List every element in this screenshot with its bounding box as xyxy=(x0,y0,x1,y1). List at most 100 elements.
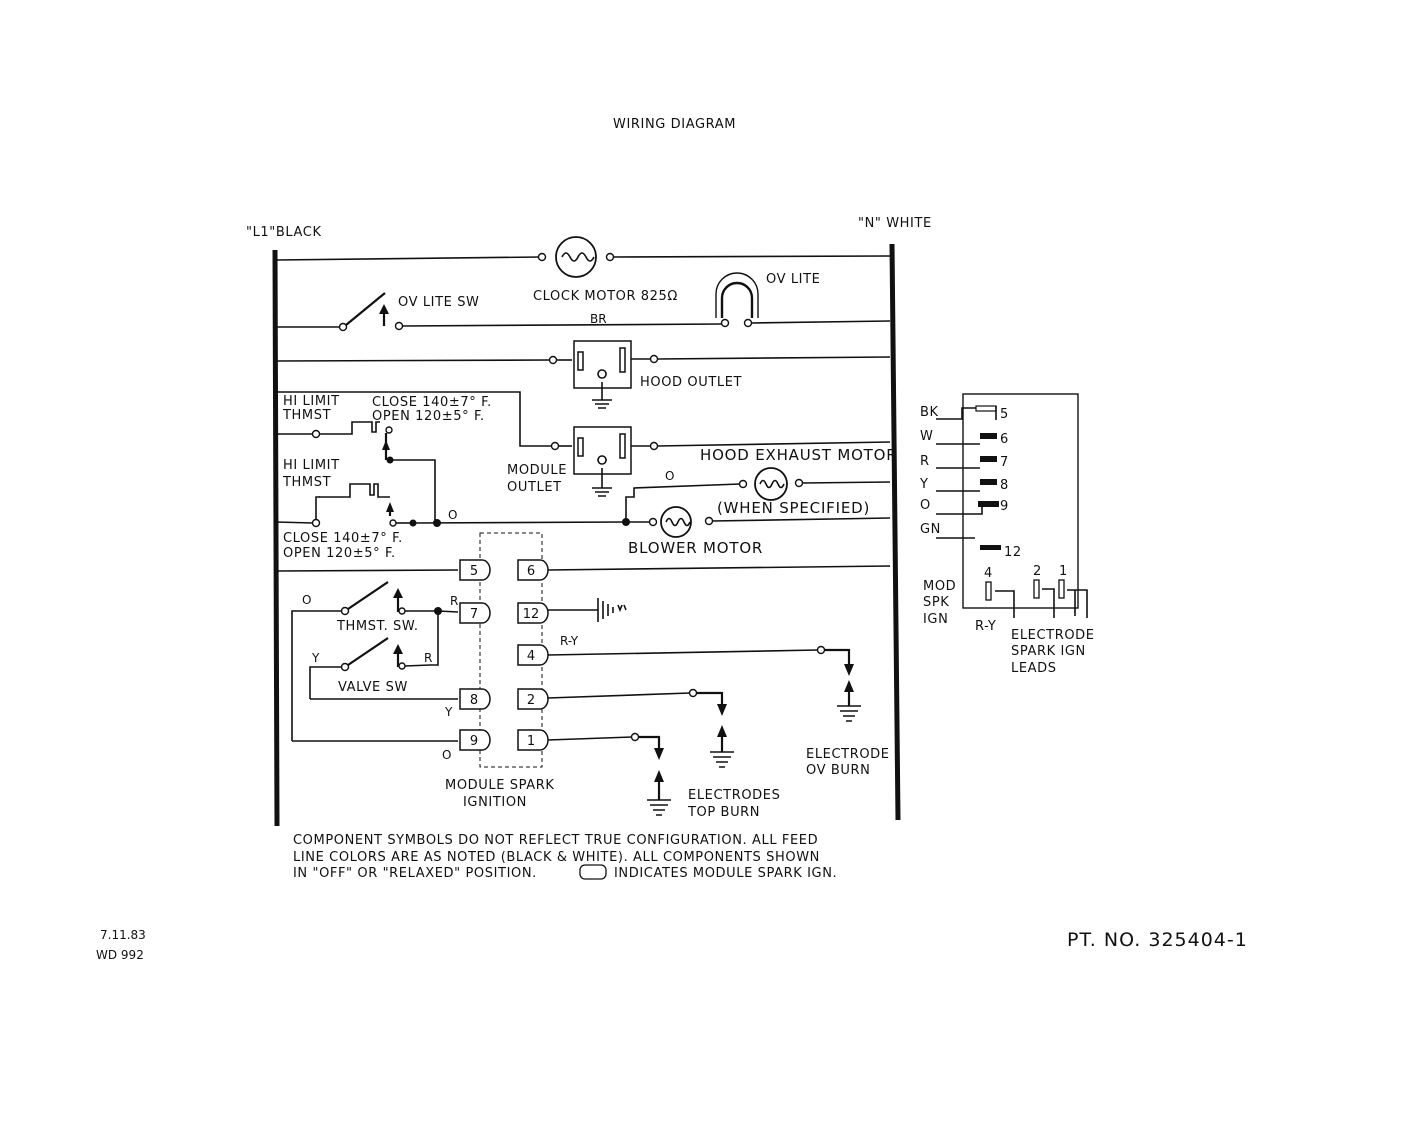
module-pin-7 xyxy=(459,602,491,624)
blower-motor-label: BLOWER MOTOR xyxy=(628,539,763,557)
note-line-3: IN "OFF" OR "RELAXED" POSITION. xyxy=(293,866,537,881)
notes: COMPONENT SYMBOLS DO NOT REFLECT TRUE CO… xyxy=(293,833,837,881)
conn-pin-9: 9 xyxy=(1000,499,1009,514)
valve-sw-label: VALVE SW xyxy=(338,680,408,695)
ov-lite-label: OV LITE xyxy=(766,272,820,287)
electrode-ov-label-1: ELECTRODE xyxy=(806,747,890,762)
ov-lite-switch-icon xyxy=(345,292,386,326)
br-label: BR xyxy=(590,312,607,326)
module-pin-4 xyxy=(517,644,549,666)
module-outlet-label-2: OUTLET xyxy=(507,480,562,495)
hood-outlet-circuit: HOOD OUTLET xyxy=(275,340,891,409)
top-burn-electrode-icon xyxy=(654,770,664,782)
clock-motor-label: CLOCK MOTOR 825Ω xyxy=(533,289,678,304)
ov-lite-bulb-icon xyxy=(720,281,754,318)
thermostat-valve-switches: O R THMST. SW. Y R VALVE SW Y O xyxy=(291,581,458,762)
module-spark-ignition: 5 7 8 9 6 12 4 2 1 R-Y ELECTRODE OV BURN xyxy=(275,532,891,820)
n-bus xyxy=(889,243,901,821)
module-pin-8 xyxy=(459,688,491,710)
electrode-ov-label-2: OV BURN xyxy=(806,763,870,778)
hi-limit-label-1: HI LIMIT xyxy=(283,394,340,409)
module-pin-label-12: 12 xyxy=(523,607,540,622)
thmst-label-2: THMST xyxy=(282,475,331,490)
wire-gn-label: GN xyxy=(920,522,941,537)
wire-r-label-2: R xyxy=(424,651,432,665)
hood-outlet-label: HOOD OUTLET xyxy=(640,375,742,390)
conn-pin-12: 12 xyxy=(1004,545,1022,560)
wire-o-label: O xyxy=(302,593,311,607)
leads-label-3: LEADS xyxy=(1011,661,1057,676)
n-label: "N" WHITE xyxy=(858,216,932,231)
conn-pin-5: 5 xyxy=(1000,407,1009,422)
electrodes-top-label-1: ELECTRODES xyxy=(688,788,780,803)
ov-lite-sw-label: OV LITE SW xyxy=(398,295,480,310)
module-pin-label-4: 4 xyxy=(527,649,535,664)
when-specified-label: (WHEN SPECIFIED) xyxy=(717,499,870,517)
electrodes-top-label-2: TOP BURN xyxy=(687,805,760,820)
blower-motor-icon xyxy=(660,506,692,538)
ry-wire-label: R-Y xyxy=(560,634,579,648)
module-pin-label-6: 6 xyxy=(527,564,535,579)
diagram-title: WIRING DIAGRAM xyxy=(613,117,736,132)
o-junction-label: O xyxy=(448,508,457,522)
thmst-label-1: THMST xyxy=(282,408,331,423)
wire-r-label-1: R xyxy=(450,594,458,608)
module-pin-label-5: 5 xyxy=(470,564,478,579)
close-temp-label-1: CLOSE 140±7° F. xyxy=(372,395,492,410)
module-spark-label-1: MODULE SPARK xyxy=(445,778,554,793)
module-pin-1 xyxy=(517,729,549,751)
wire-o-conn-label: O xyxy=(920,498,931,513)
conn-bottom-pin-2: 2 xyxy=(1033,564,1042,579)
conn-bottom-pin-4: 4 xyxy=(984,566,993,581)
part-number: PT. NO. 325404-1 xyxy=(1067,929,1248,951)
l1-label: "L1"BLACK xyxy=(246,225,322,240)
hi-limit-thermostat-icon-2 xyxy=(319,483,390,498)
valve-switch-icon xyxy=(347,637,389,666)
module-outlet-label-1: MODULE xyxy=(507,463,567,478)
wire-w-label: W xyxy=(920,429,933,444)
ov-burn-electrode-icon xyxy=(844,680,854,692)
hood-exhaust-motor-icon xyxy=(754,467,788,501)
wire-y-label: Y xyxy=(311,651,320,665)
note-line-1: COMPONENT SYMBOLS DO NOT REFLECT TRUE CO… xyxy=(293,833,818,848)
hi-limit-circuit-2: HI LIMIT THMST O CLOSE 140±7° F. OPEN 12… xyxy=(275,458,891,561)
module-pin-label-9: 9 xyxy=(470,734,478,749)
leads-label-2: SPARK IGN xyxy=(1011,644,1086,659)
module-pin-12 xyxy=(517,602,549,624)
mod-label: MOD xyxy=(923,579,956,594)
spk-label: SPK xyxy=(923,595,949,610)
conn-ry-label: R-Y xyxy=(975,619,996,634)
wire-y-label-2: Y xyxy=(444,705,453,719)
footer-date: 7.11.83 xyxy=(100,928,146,942)
mod-spk-ign-connector: BK W R Y O GN 5 6 7 8 9 12 4 2 1 MOD xyxy=(919,393,1094,676)
clock-motor-circuit: CLOCK MOTOR 825Ω xyxy=(275,236,891,304)
module-spark-symbol-icon xyxy=(579,864,607,880)
note-line-4: INDICATES MODULE SPARK IGN. xyxy=(614,866,837,881)
module-pin-label-1: 1 xyxy=(527,734,535,749)
hi-limit-label-2: HI LIMIT xyxy=(283,458,340,473)
hi-limit-thermostat-icon-1 xyxy=(319,421,380,435)
module-pin-2 xyxy=(517,688,549,710)
ign-label: IGN xyxy=(923,612,948,627)
clock-motor-icon xyxy=(555,236,597,278)
hood-exhaust-motor-label: HOOD EXHAUST MOTOR xyxy=(700,446,897,464)
module-pin-label-8: 8 xyxy=(470,693,478,708)
conn-bottom-pin-1: 1 xyxy=(1059,564,1068,579)
close-temp-label-2: CLOSE 140±7° F. xyxy=(283,531,403,546)
conn-pin-6: 6 xyxy=(1000,432,1009,447)
conn-pin-8: 8 xyxy=(1000,478,1009,493)
wire-o-label-2: O xyxy=(442,748,451,762)
module-spark-label-2: IGNITION xyxy=(463,795,527,810)
conn-pin-7: 7 xyxy=(1000,455,1009,470)
ov-lite-circuit: OV LITE SW BR OV LITE xyxy=(276,272,891,332)
module-pin-label-7: 7 xyxy=(470,607,478,622)
hi-limit-circuit-1: HI LIMIT THMST CLOSE 140±7° F. OPEN 120±… xyxy=(276,391,897,520)
l1-bus xyxy=(272,249,280,827)
exhaust-wire-o-label: O xyxy=(665,469,674,483)
note-line-2: LINE COLORS ARE AS NOTED (BLACK & WHITE)… xyxy=(293,850,820,865)
module-pin-5 xyxy=(459,559,491,581)
wire-r-label: R xyxy=(920,454,930,469)
footer-code: WD 992 xyxy=(96,948,144,962)
open-temp-label-2: OPEN 120±5° F. xyxy=(283,546,396,561)
